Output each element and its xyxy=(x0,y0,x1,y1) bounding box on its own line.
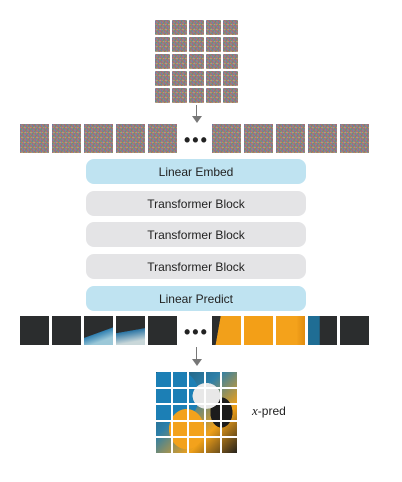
noisy-input-image xyxy=(155,20,238,103)
predicted-clean-image xyxy=(155,371,238,454)
predicted-patch-sequence-right xyxy=(212,316,369,345)
transformer-block-1: Transformer Block xyxy=(86,191,306,216)
output-label-variable: x xyxy=(252,403,258,418)
linear-embed-block: Linear Embed xyxy=(86,159,306,184)
ellipsis: ••• xyxy=(184,130,209,150)
predicted-patch-sequence-left xyxy=(20,316,177,345)
transformer-block-2: Transformer Block xyxy=(86,222,306,247)
transformer-block-3: Transformer Block xyxy=(86,254,306,279)
linear-predict-block: Linear Predict xyxy=(86,286,306,311)
output-label-suffix: -pred xyxy=(257,404,286,418)
ellipsis: ••• xyxy=(184,322,209,342)
arrow-down-icon xyxy=(192,347,202,367)
noisy-patch-sequence-right xyxy=(212,124,369,153)
output-label: x-pred xyxy=(252,403,286,419)
arrow-down-icon xyxy=(192,105,202,123)
noisy-patch-sequence-left xyxy=(20,124,177,153)
